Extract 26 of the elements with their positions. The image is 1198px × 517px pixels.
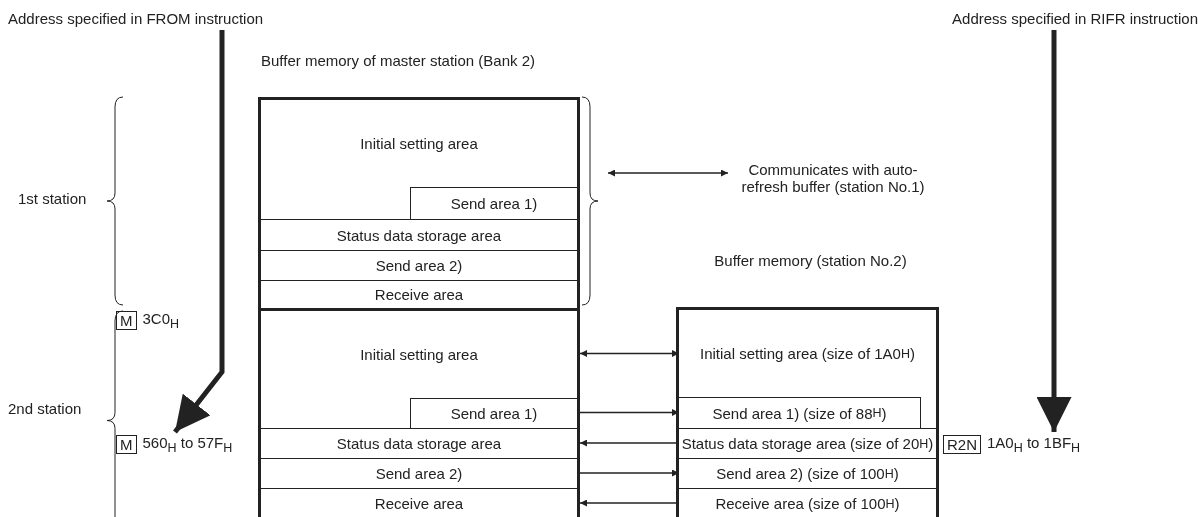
arrow [607,169,729,177]
note-text: Communicates with auto-refresh buffer (station No.1) [728,140,938,215]
address-range: 1A0$_{H}$ to 1BF$_{H}$ [987,433,1081,455]
memory-area: Send area 1) [410,398,577,428]
station-label: 1st station [18,190,87,207]
arrow [173,30,225,434]
station-label: 2nd station [8,400,82,417]
device-tag: M [116,434,137,454]
memory-area: Send area 2) [261,250,577,280]
note-text: Address specified in RIFR instruction [880,6,1198,30]
device-tag: R2N [943,434,981,454]
arrow [1036,30,1072,432]
memory-area: Receive area [261,280,577,308]
memory-area: Send area 2) [261,458,577,488]
memory-area: Status data storage area [261,428,577,458]
memory-area: Status data storage area [261,219,577,250]
device-tag: M [116,310,137,330]
memory-area: Send area 1) [410,187,577,219]
note-text: Address specified in FROM instruction [0,6,320,30]
memory-title: Buffer memory of master station (Bank 2) [261,52,536,69]
memory-area: Initial setting area [261,308,577,398]
memory-title: Buffer memory (station No.2) [713,252,908,269]
address-range: 560$_{H}$ to 57F$_{H}$ [142,433,233,455]
address-range: 3C0$_{H}$ [142,309,180,331]
memory-area: Receive area [261,488,577,517]
memory-area: Initial setting area [261,100,577,187]
